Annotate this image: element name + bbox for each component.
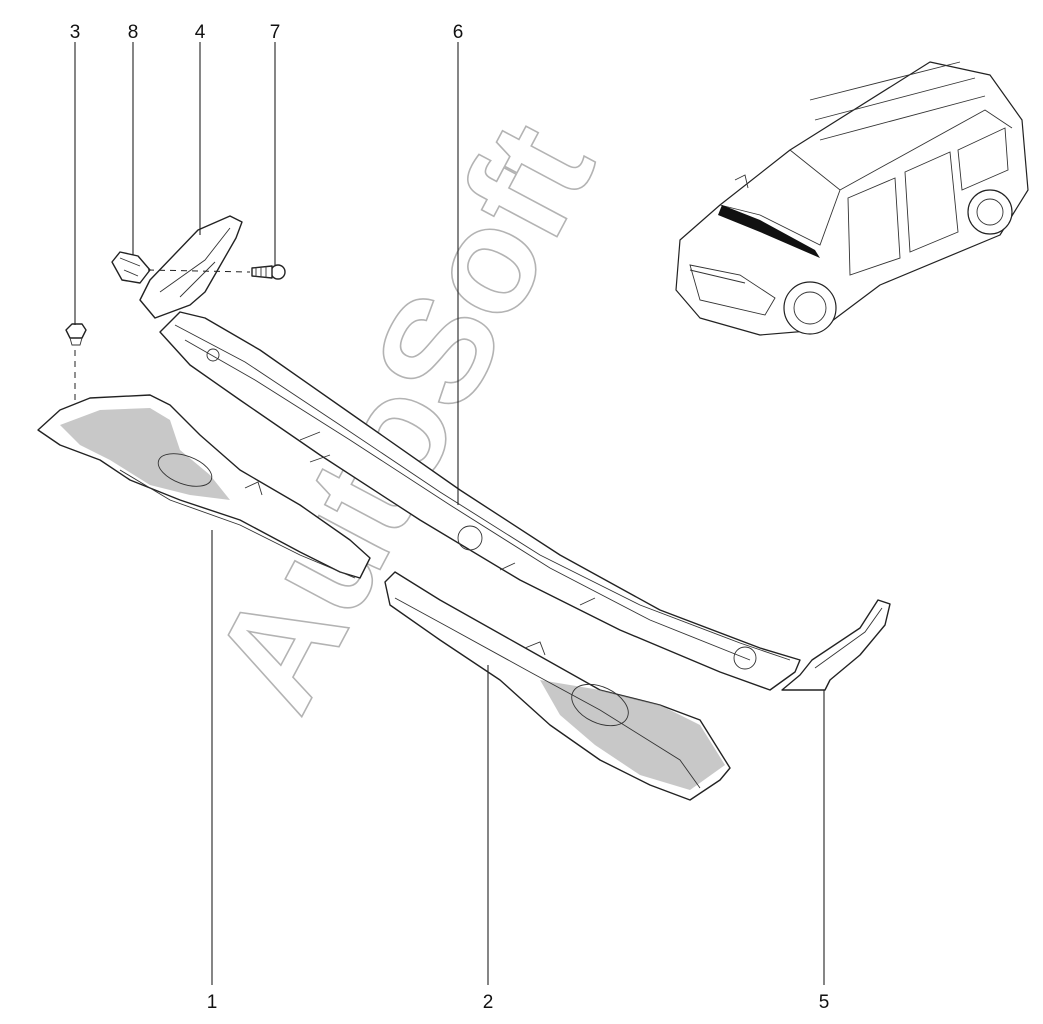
callout-numbers: 3 8 4 7 6 1 2 5 xyxy=(70,22,830,1013)
leader-lines xyxy=(74,42,825,985)
callout-5: 5 xyxy=(819,992,830,1013)
part-4-trim xyxy=(139,215,243,319)
part-6-cowl-panel xyxy=(159,311,801,691)
callout-8: 8 xyxy=(128,22,139,43)
callout-3: 3 xyxy=(70,22,81,43)
part-2-side-panel xyxy=(384,571,731,801)
callout-7: 7 xyxy=(270,22,281,43)
vehicle-illustration xyxy=(675,61,1029,336)
watermark-text: AutoSoft xyxy=(180,97,626,735)
part-5-corner-piece xyxy=(781,599,891,691)
callout-6: 6 xyxy=(453,22,464,43)
callout-4: 4 xyxy=(195,22,206,43)
callout-2: 2 xyxy=(483,992,494,1013)
part-8-clip xyxy=(111,251,151,284)
watermark: AutoSoft xyxy=(179,96,626,735)
part-3-nut xyxy=(65,323,87,346)
part-1-side-panel xyxy=(37,394,371,579)
part-7-screw xyxy=(251,264,286,280)
callout-1: 1 xyxy=(207,992,218,1013)
